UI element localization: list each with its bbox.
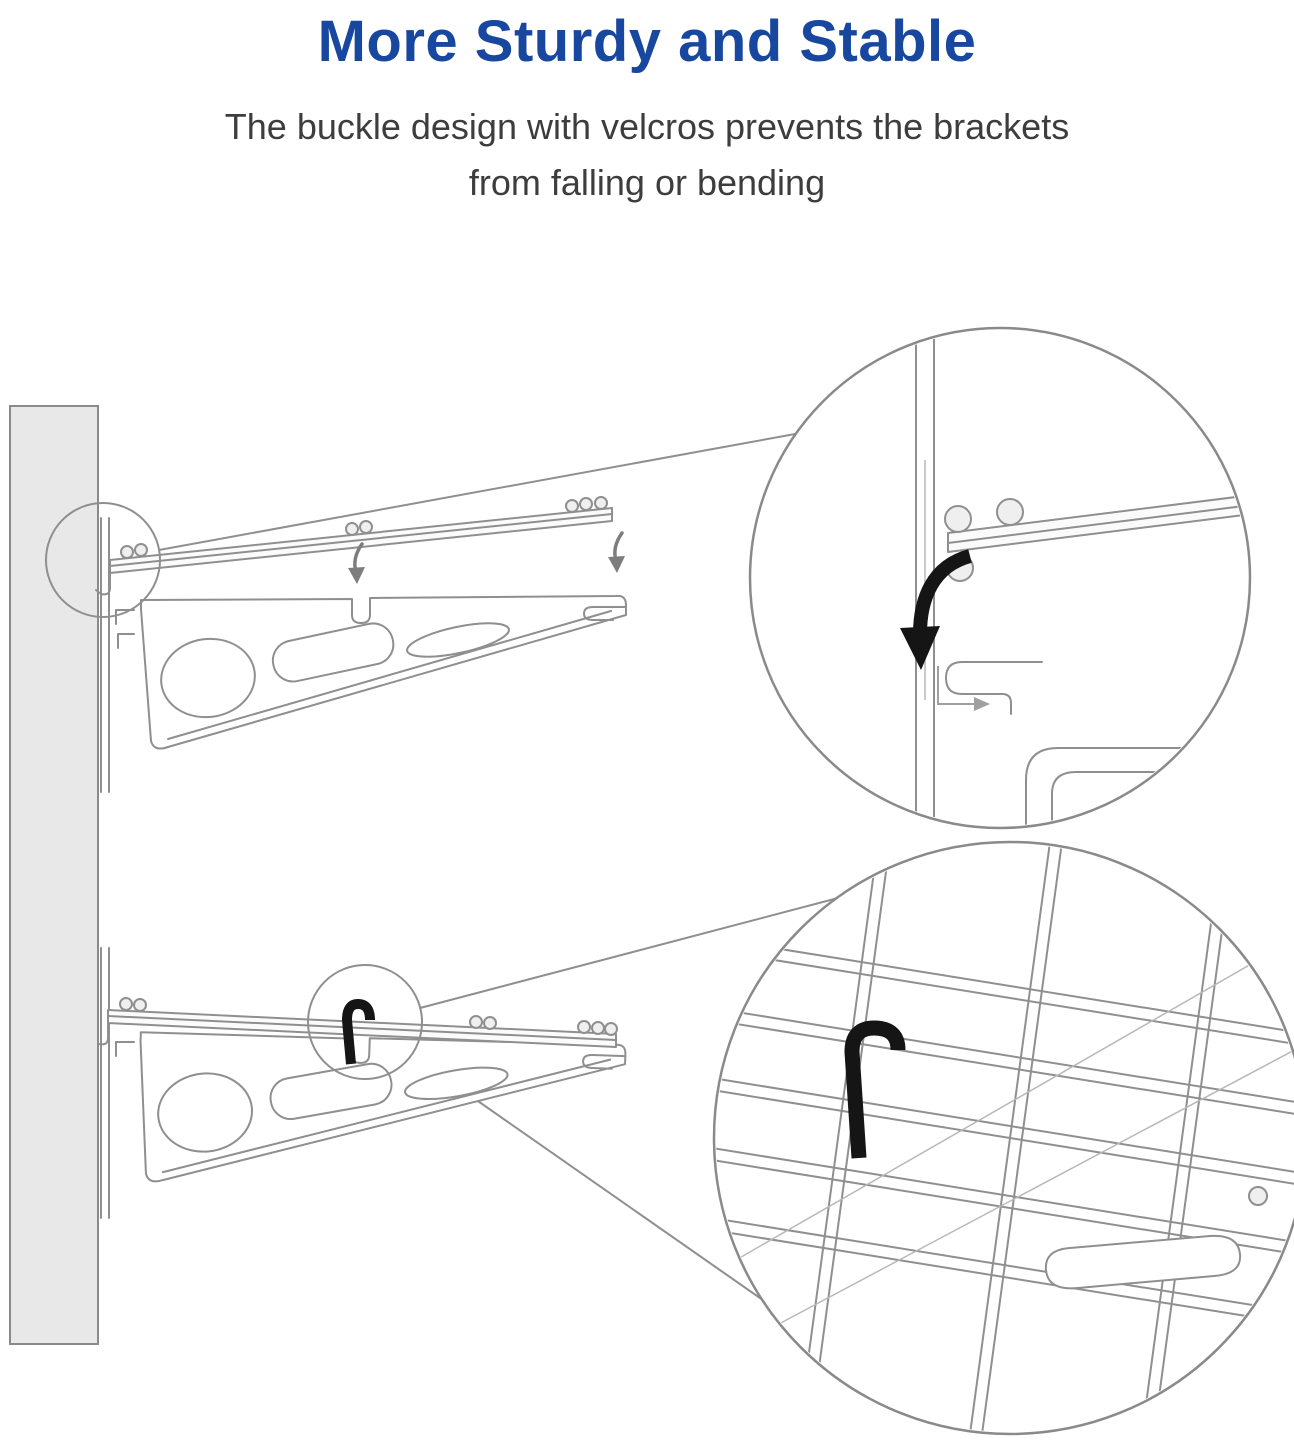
- guide-arrow-icon: [937, 666, 976, 705]
- velcro-detail-callout: [712, 840, 1294, 1436]
- shelf-rail-cross-section: [944, 493, 1248, 582]
- velcro-zoom-source-circle: [307, 964, 423, 1080]
- buckle-down-arrow-icon: [900, 549, 973, 670]
- lower-assembly: [98, 964, 627, 1199]
- wire-end-cap: [740, 1314, 760, 1334]
- wall-post: [9, 405, 110, 1345]
- velcro-strap-icon: [341, 998, 375, 1065]
- shelf-wire-corner: [1025, 747, 1215, 826]
- upper-assembly: [45, 496, 627, 750]
- subtitle-line-1: The buckle design with velcros prevents …: [224, 106, 1070, 147]
- insert-arrow-icon: [348, 542, 365, 584]
- insert-arrow-tip-icon: [608, 531, 625, 573]
- buckle-zoom-source-circle: [45, 502, 161, 618]
- bracket-bottom-bar: [1044, 1234, 1242, 1290]
- subtitle-line-2: from falling or bending: [468, 161, 826, 203]
- bracket-hook-slot: [937, 661, 1043, 715]
- buckle-detail-callout: [748, 326, 1252, 830]
- wire-grid: [716, 844, 1294, 1432]
- header: More Sturdy and Stable The buckle design…: [0, 0, 1294, 211]
- wire-end-cap: [1248, 1186, 1268, 1206]
- upper-bracket: [140, 594, 627, 750]
- lower-bracket: [134, 1027, 627, 1199]
- upper-shelf-rail: [95, 496, 613, 596]
- buckle-leader-line: [158, 431, 807, 551]
- page-subtitle: The buckle design with velcros prevents …: [40, 99, 1254, 211]
- lower-shelf-rail: [98, 997, 618, 1048]
- velcro-strap-large-icon: [844, 1020, 906, 1159]
- page-title: More Sturdy and Stable: [317, 9, 977, 74]
- velcro-leader-line-upper: [419, 897, 839, 1009]
